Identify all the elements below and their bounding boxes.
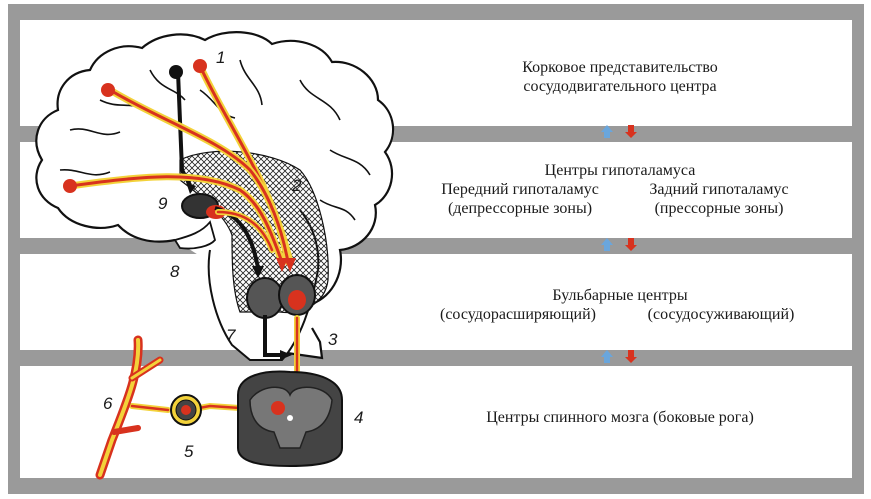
cortex-line-1: Корковое представительство — [522, 59, 718, 76]
level-arrows — [601, 125, 637, 363]
label-9: 9 — [158, 194, 168, 213]
spinal-title: Центры спинного мозга (боковые рога) — [486, 409, 754, 426]
bulbar-title: Бульбарные центры — [552, 287, 688, 304]
sympathetic-ganglion — [170, 394, 202, 426]
label-3: 3 — [328, 330, 338, 349]
label-2: 2 — [292, 176, 302, 195]
band-bulbar — [20, 254, 852, 350]
hatched-region — [179, 150, 329, 314]
cortex-line-2: сосудодвигательного центра — [523, 78, 717, 95]
bulbar-right-sub: (сосудосуживающий) — [647, 306, 795, 323]
blood-vessel — [95, 335, 164, 480]
bulbar-left-sub: (сосудорасширяющий) — [439, 306, 597, 323]
band-spinal — [20, 366, 852, 478]
depressor-bulbar-nucleus — [246, 277, 284, 319]
spinal-cord-section — [237, 370, 343, 468]
label-1: 1 — [216, 48, 226, 67]
label-6: 6 — [103, 394, 113, 413]
anterior-hypothalamus-sub: (депрессорные зоны) — [447, 200, 593, 217]
hypothalamus-title: Центры гипоталамуса — [544, 162, 696, 179]
label-7: 7 — [226, 326, 236, 345]
label-5: 5 — [184, 442, 194, 461]
anterior-hypothalamus-title: Передний гипоталамус — [441, 181, 599, 198]
label-4: 4 — [354, 408, 364, 427]
posterior-hypothalamus-title: Задний гипоталамус — [649, 181, 789, 198]
label-8: 8 — [170, 262, 180, 281]
posterior-hypothalamus-sub: (прессорные зоны) — [654, 200, 784, 217]
